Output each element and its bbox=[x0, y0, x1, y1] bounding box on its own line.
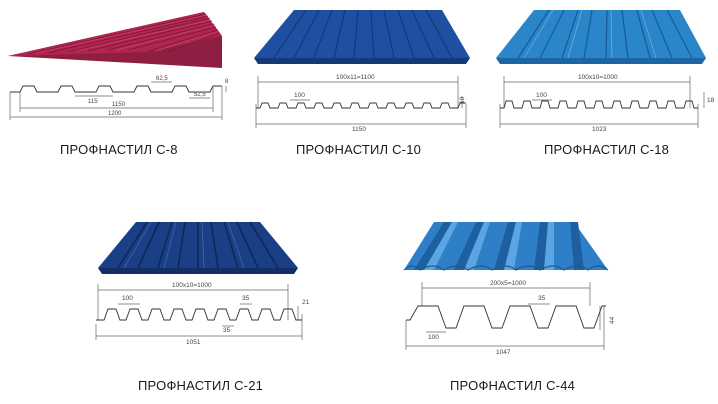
dim-rib-top-c21: 35 bbox=[242, 295, 250, 302]
dim-height-c44: 44 bbox=[609, 316, 616, 324]
sheet-image-c10 bbox=[254, 9, 470, 64]
dim-pitch-c44: 100 bbox=[428, 334, 439, 341]
dim-total-width-c10: 1150 bbox=[352, 126, 366, 133]
dim-total-width-c21: 1051 bbox=[186, 339, 201, 346]
dim-useful-formula-c10: 100x11=1100 bbox=[336, 74, 375, 81]
caption-c8: ПРОФНАСТИЛ С-8 bbox=[60, 142, 178, 157]
caption-c18: ПРОФНАСТИЛ С-18 bbox=[544, 142, 670, 157]
dim-rib-bottom-c21: 35 bbox=[223, 327, 231, 334]
dim-total-width-c44: 1047 bbox=[496, 349, 511, 356]
dim-rib-top-c44: 35 bbox=[538, 295, 546, 302]
dim-pitch-c18: 100 bbox=[536, 92, 547, 99]
caption-c10: ПРОФНАСТИЛ С-10 bbox=[296, 142, 422, 157]
product-card-c18: 100x10=1000 100 18 1023 ПРОФНАСТИЛ С-18 bbox=[494, 8, 716, 158]
dim-rib-top-c8: 62,5 bbox=[156, 76, 168, 82]
dim-useful-formula-c18: 100x10=1000 bbox=[578, 74, 618, 81]
profile-drawing-c10: 100x11=1100 100 10 1150 bbox=[255, 74, 467, 133]
sheet-image-c18 bbox=[496, 9, 706, 64]
dim-total-width-c8: 1200 bbox=[108, 111, 122, 117]
dim-rib-bottom-c8: 52,5 bbox=[194, 92, 206, 98]
dim-useful-formula-c44: 200x5=1000 bbox=[490, 280, 526, 287]
profile-drawing-c21: 100x10=1000 100 35 35 21 1051 bbox=[95, 282, 310, 346]
sheet-image-c44 bbox=[403, 222, 609, 271]
profile-drawing-c44: 200x5=1000 35 100 44 1047 bbox=[405, 280, 616, 356]
dim-useful-formula-c21: 100x10=1000 bbox=[172, 282, 212, 289]
caption-c44: ПРОФНАСТИЛ С-44 bbox=[450, 378, 576, 393]
dim-pitch-c8: 115 bbox=[88, 99, 98, 105]
dim-height-c10: 10 bbox=[459, 96, 466, 104]
dim-pitch-c10: 100 bbox=[294, 92, 305, 99]
dim-pitch-c21: 100 bbox=[122, 295, 133, 302]
dim-height-c18: 18 bbox=[707, 97, 715, 104]
profile-drawing-c8 bbox=[9, 81, 227, 120]
dim-height-c8: 8 bbox=[225, 79, 229, 85]
product-card-c8: 62,5 115 52,5 8 1150 1200 ПРОФНАСТИЛ С-8 bbox=[8, 8, 230, 158]
dim-total-width-c18: 1023 bbox=[592, 126, 607, 133]
profile-drawing-c18: 100x10=1000 100 18 1023 bbox=[499, 74, 715, 133]
product-card-c21: 100x10=1000 100 35 35 21 1051 ПРОФНАСТИЛ… bbox=[92, 218, 314, 398]
dim-useful-width-c8: 1150 bbox=[112, 102, 126, 108]
sheet-image-c8 bbox=[8, 12, 222, 68]
sheet-image-c21 bbox=[98, 221, 298, 274]
product-card-c44: 200x5=1000 35 100 44 1047 ПРОФНАСТИЛ С-4… bbox=[400, 216, 620, 396]
caption-c21: ПРОФНАСТИЛ С-21 bbox=[138, 378, 264, 393]
dim-height-c21: 21 bbox=[302, 299, 310, 306]
product-card-c10: 100x11=1100 100 10 1150 ПРОФНАСТИЛ С-10 bbox=[252, 8, 474, 158]
